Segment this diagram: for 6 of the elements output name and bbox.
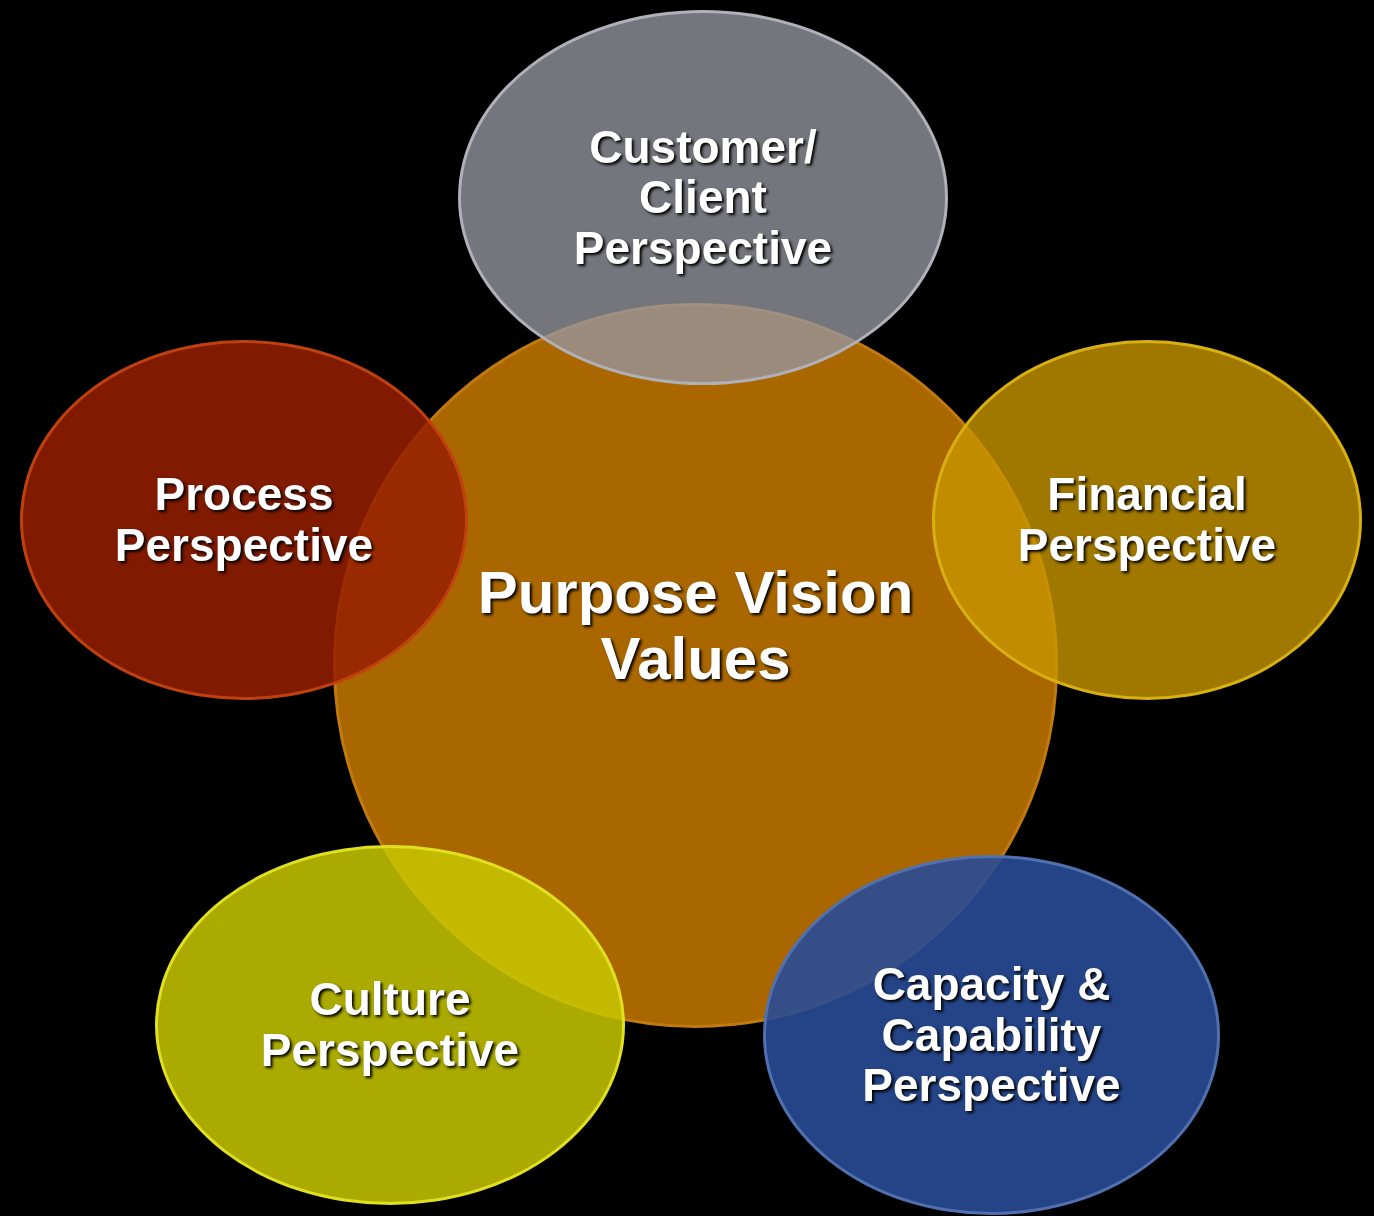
ellipse-label: Capacity & Capability Perspective [861,959,1122,1111]
ellipse-label: Customer/ Client Perspective [572,121,834,274]
ellipse-label: Financial Perspective [1016,469,1278,571]
ellipse-label: Purpose Vision Values [476,559,915,692]
ellipse-label: Process Perspective [113,469,375,571]
ellipse-label: Culture Perspective [259,974,521,1076]
